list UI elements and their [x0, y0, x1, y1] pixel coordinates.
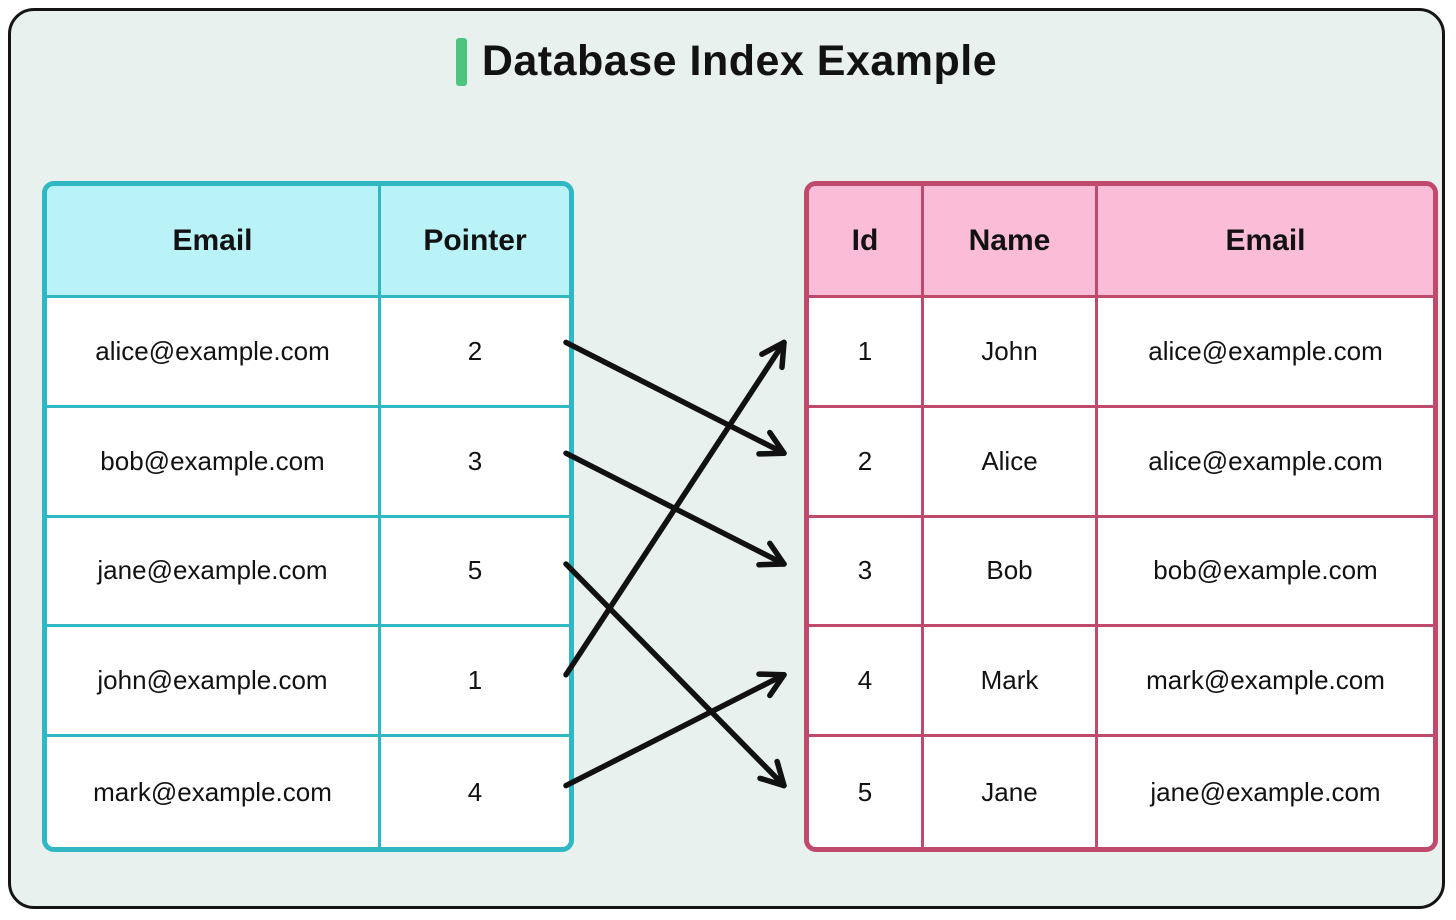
index-email-cell: mark@example.com: [47, 737, 381, 847]
data-name-cell: Alice: [924, 407, 1098, 518]
data-id-cell: 1: [809, 298, 924, 408]
page-title: Database Index Example: [481, 37, 998, 85]
index-pointer-cell: 3: [381, 407, 569, 518]
index-table: Email Pointer alice@example.com 2 bob@ex…: [42, 181, 574, 852]
index-pointer-cell: 1: [381, 627, 569, 738]
data-name-cell: John: [924, 298, 1098, 408]
index-email-cell: bob@example.com: [47, 407, 381, 518]
data-name-cell: Mark: [924, 627, 1098, 738]
index-pointer-cell: 5: [381, 517, 569, 628]
index-email-cell: jane@example.com: [47, 517, 381, 628]
index-email-cell: alice@example.com: [47, 298, 381, 408]
data-table: Id Name Email 1 John alice@example.com 2…: [804, 181, 1438, 852]
data-name-cell: Bob: [924, 517, 1098, 628]
diagram-canvas: Database Index Example Email Pointer ali…: [8, 8, 1445, 909]
index-table-header-email: Email: [47, 186, 381, 298]
data-table-header-email: Email: [1098, 186, 1433, 298]
data-email-cell: jane@example.com: [1098, 737, 1433, 847]
title-accent-bar: [455, 37, 467, 86]
data-email-cell: alice@example.com: [1098, 298, 1433, 408]
data-id-cell: 2: [809, 407, 924, 518]
data-table-header-id: Id: [809, 186, 924, 298]
data-email-cell: bob@example.com: [1098, 517, 1433, 628]
data-id-cell: 5: [809, 737, 924, 847]
data-email-cell: alice@example.com: [1098, 407, 1433, 518]
data-email-cell: mark@example.com: [1098, 627, 1433, 738]
index-pointer-cell: 2: [381, 298, 569, 408]
index-table-header-pointer: Pointer: [381, 186, 569, 298]
title-row: Database Index Example: [11, 37, 1442, 86]
data-id-cell: 4: [809, 627, 924, 738]
data-table-header-name: Name: [924, 186, 1098, 298]
data-name-cell: Jane: [924, 737, 1098, 847]
index-email-cell: john@example.com: [47, 627, 381, 738]
data-id-cell: 3: [809, 517, 924, 628]
index-pointer-cell: 4: [381, 737, 569, 847]
